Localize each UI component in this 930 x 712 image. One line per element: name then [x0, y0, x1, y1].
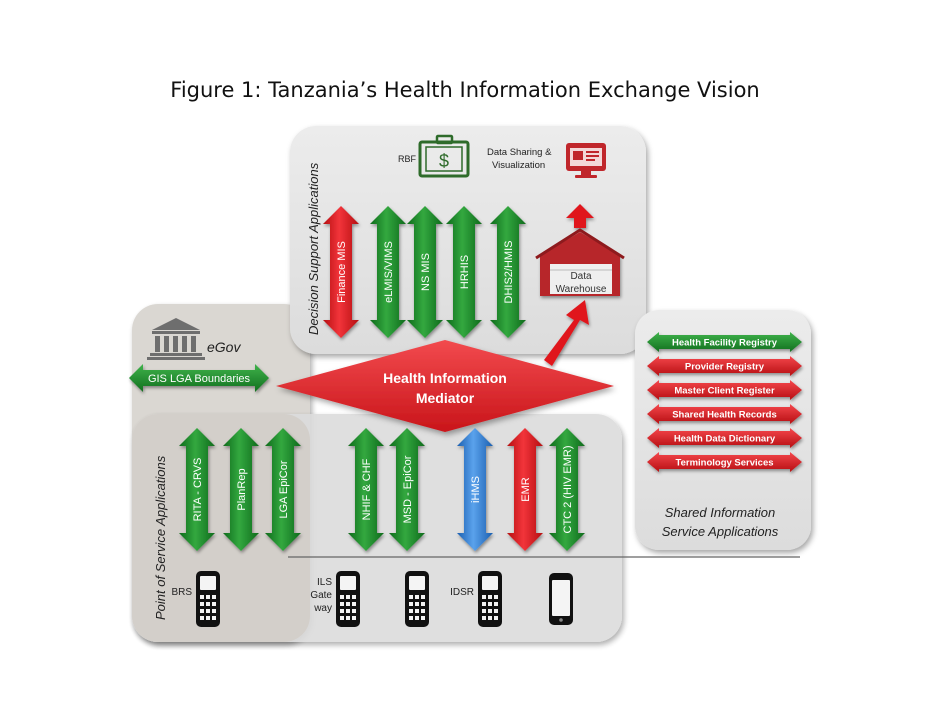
pos-app-arrow-7-label: CTC 2 (HIV EMR): [562, 446, 574, 534]
dss-app-arrow-3-label: HRHIS: [459, 255, 471, 289]
registry-arrow-2-label: Master Client Register: [674, 386, 775, 397]
dss-app-arrow-4-label: DHIS2/HMIS: [503, 241, 515, 304]
government-building-icon: [147, 318, 205, 360]
pos-app-arrow-6: [507, 428, 543, 551]
pos-app-arrow-0: [179, 428, 215, 551]
figure-title: Figure 1: Tanzania’s Health Information …: [170, 78, 760, 102]
pos-app-arrow-1-label: PlanRep: [236, 468, 248, 510]
feature-phone-icon: [196, 571, 220, 627]
registry-arrow-3-label: Shared Health Records: [672, 410, 777, 421]
pos-app-arrow-4: [389, 428, 425, 551]
pos-app-arrow-3-label: NHIF & CHF: [361, 458, 373, 520]
decision-support-label: Decision Support Applications: [306, 162, 321, 335]
dss-app-arrow-3: [446, 206, 482, 338]
pos-app-arrow-0-label: RITA - CRVS: [192, 458, 204, 522]
registry-arrow-3: [647, 404, 802, 424]
phone-label: Gate: [310, 590, 332, 601]
money-icon: $: [418, 134, 470, 178]
mediator-label-1: Health Information: [383, 370, 507, 386]
smartphone-icon: [549, 573, 573, 625]
dss-app-arrow-0: [323, 206, 359, 338]
feature-phone-icon: [405, 571, 429, 627]
phone-label: ILS: [317, 577, 332, 588]
dss-app-arrow-1-label: eLMIS/VIMS: [383, 241, 395, 303]
registry-arrow-0: [647, 332, 802, 352]
dss-app-arrow-0-label: Finance MIS: [336, 241, 348, 303]
feature-phone-icon: [478, 571, 502, 627]
feature-phone-icon: [336, 571, 360, 627]
warehouse-label-1: Data: [570, 271, 592, 282]
shared-services-label-1: Shared Information: [665, 505, 776, 520]
phone-label: IDSR: [450, 587, 474, 598]
registry-arrow-4-label: Health Data Dictionary: [674, 434, 776, 445]
mediator-label-2: Mediator: [416, 390, 475, 406]
egov-overlap: [132, 414, 310, 642]
phone-label: BRS: [171, 587, 192, 598]
warehouse-icon: [535, 204, 625, 296]
shared-services-label-2: Service Applications: [662, 524, 779, 539]
data-sharing-label-2: Visualization: [492, 160, 545, 171]
pos-app-arrow-2-label: LGA EpiCor: [278, 460, 290, 518]
registry-arrow-5-label: Terminology Services: [675, 458, 773, 469]
mediator-to-warehouse-arrow: [544, 300, 589, 366]
phone-label: way: [313, 603, 332, 614]
pos-app-arrow-3: [348, 428, 384, 551]
warehouse-label-2: Warehouse: [556, 284, 607, 295]
pos-app-arrow-4-label: MSD - EpiCor: [402, 455, 414, 523]
registry-arrow-0-label: Health Facility Registry: [672, 338, 778, 349]
dss-app-arrow-2-label: NS MIS: [420, 253, 432, 291]
registry-arrow-5: [647, 452, 802, 472]
registry-arrow-1: [647, 356, 802, 376]
dss-app-arrow-2: [407, 206, 443, 338]
rbf-label: RBF: [398, 154, 417, 164]
pos-app-arrow-2: [265, 428, 301, 551]
svg-text:$: $: [439, 151, 449, 171]
gis-lga-boundaries-arrow: [129, 364, 269, 392]
pos-app-arrow-5: [457, 428, 493, 551]
registry-arrow-4: [647, 428, 802, 448]
pos-app-arrow-7: [549, 428, 585, 551]
registry-arrow-2: [647, 380, 802, 400]
data-sharing-label-1: Data Sharing &: [487, 147, 552, 158]
pos-app-arrow-6-label: EMR: [520, 477, 532, 502]
visualization-screen-icon: [566, 143, 606, 178]
egov-label: eGov: [207, 339, 241, 355]
point-of-service-label: Point of Service Applications: [153, 455, 168, 620]
dss-app-arrow-4: [490, 206, 526, 338]
health-information-mediator: [276, 340, 614, 432]
pos-app-arrow-1: [223, 428, 259, 551]
gis-lga-boundaries-label: GIS LGA Boundaries: [148, 373, 251, 385]
dss-app-arrow-1: [370, 206, 406, 338]
pos-app-arrow-5-label: iHMS: [470, 476, 482, 503]
registry-arrow-1-label: Provider Registry: [685, 362, 765, 373]
